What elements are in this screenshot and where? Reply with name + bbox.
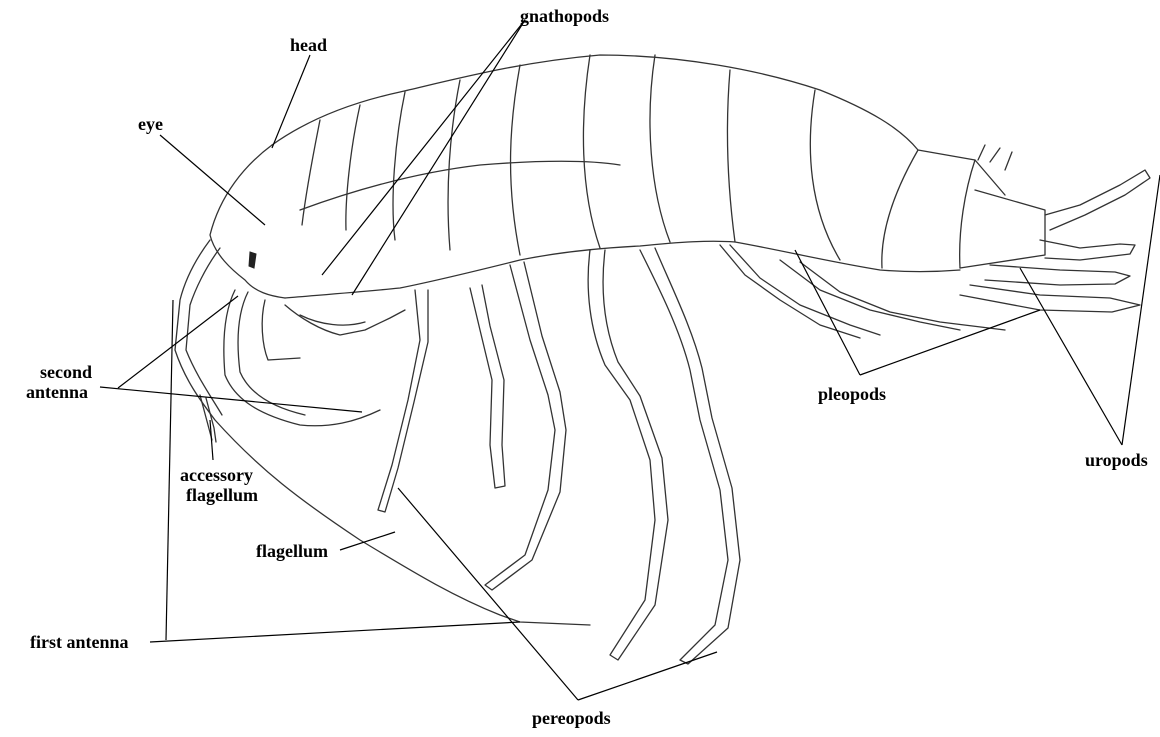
leader-gnathopods-2 [352,20,525,295]
label-accessory-flagellum-line1: accessory [180,465,253,485]
label-flagellum: flagellum [256,541,328,561]
label-head: head [290,35,327,55]
amphipod-body [210,55,1045,298]
leader-uropods-1 [1020,268,1122,445]
leader-second-antenna-1 [118,296,238,388]
leader-pereopods-1 [398,488,578,700]
leader-eye [160,135,265,225]
leader-pereopods-2 [578,652,717,700]
leader-head [272,55,310,148]
label-gnathopods: gnathopods [520,6,609,26]
leader-lines [100,20,1160,700]
gnathopods [262,300,405,360]
pleopods [720,245,1005,338]
second-antenna [224,290,380,426]
label-pleopods: pleopods [818,384,886,404]
label-second-antenna-line1: second [40,362,92,382]
label-eye: eye [138,114,163,134]
label-second-antenna-line2: antenna [26,382,88,402]
leader-uropods-2 [1122,175,1160,445]
pereopods [378,248,740,664]
leader-pleopods-1 [795,250,860,375]
label-uropods: uropods [1085,450,1148,470]
leader-pleopods-2 [860,310,1040,375]
uropods [960,170,1150,312]
first-antenna [175,240,590,625]
label-pereopods: pereopods [532,708,611,728]
leader-first-antenna [150,622,520,642]
label-first-antenna: first antenna [30,632,129,652]
leader-second-antenna-2 [100,387,362,412]
leader-flagellum [340,532,395,550]
label-accessory-flagellum-line2: flagellum [186,485,258,505]
